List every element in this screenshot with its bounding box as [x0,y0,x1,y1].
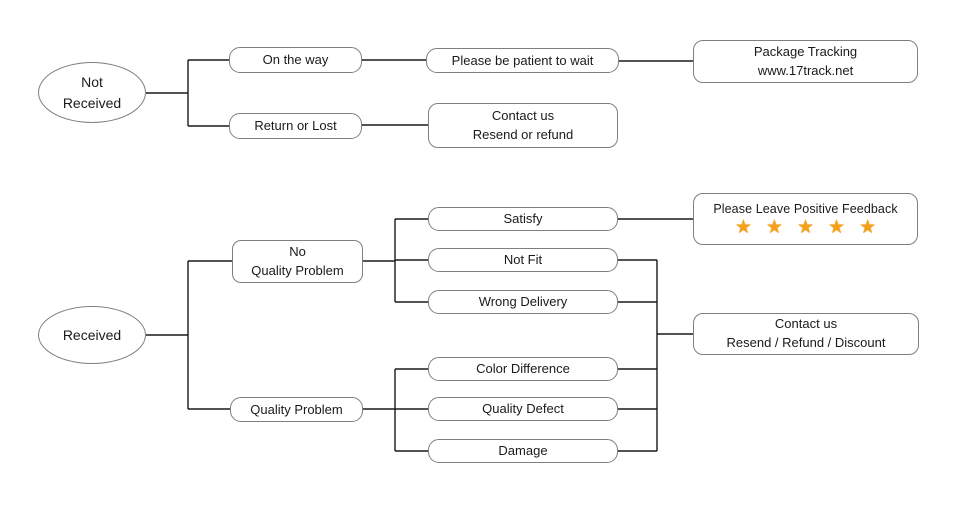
node-on-the-way-label: On the way [262,52,329,68]
node-satisfy-label: Satisfy [503,211,543,227]
node-received: Received [38,306,146,364]
star-icon: ★ [765,217,783,239]
node-return-or-lost-label: Return or Lost [254,118,337,134]
node-contact-us-resend-refund: Contact us Resend or refund [428,103,618,148]
node-damage-label: Damage [498,443,548,459]
node-color-difference-label: Color Difference [476,361,570,377]
node-received-label: Received [62,326,122,343]
star-icon: ★ [859,217,877,239]
node-contact-us-discount-line1: Contact us [774,316,838,332]
node-please-be-patient-label: Please be patient to wait [451,52,594,68]
node-not-fit: Not Fit [428,248,618,272]
star-icon: ★ [796,217,815,239]
five-star-rating: ★ ★ ★ ★ ★ [735,218,876,237]
node-quality-problem: Quality Problem [230,397,363,422]
node-package-tracking-line2: www.17track.net [757,62,854,78]
node-on-the-way: On the way [229,47,362,73]
node-quality-problem-label: Quality Problem [250,401,343,417]
node-contact-us-discount: Contact us Resend / Refund / Discount [693,313,919,355]
node-not-received: Not Received [38,62,146,123]
node-no-quality-problem: No Quality Problem [232,240,363,283]
node-quality-defect: Quality Defect [428,397,618,421]
node-contact-us-resend-refund-line2: Resend or refund [472,126,574,142]
node-positive-feedback: Please Leave Positive Feedback ★ ★ ★ ★ ★ [693,193,918,245]
node-wrong-delivery-label: Wrong Delivery [478,294,568,310]
node-return-or-lost: Return or Lost [229,113,362,139]
node-satisfy: Satisfy [428,207,618,231]
node-quality-defect-label: Quality Defect [482,401,564,417]
node-package-tracking-line1: Package Tracking [753,43,858,59]
node-no-quality-problem-line2: Quality Problem [251,262,344,278]
star-icon: ★ [828,217,846,239]
star-icon: ★ [734,217,752,239]
node-positive-feedback-label: Please Leave Positive Feedback [713,201,898,216]
node-damage: Damage [428,439,618,463]
node-please-be-patient: Please be patient to wait [426,48,619,73]
node-package-tracking: Package Tracking www.17track.net [693,40,918,83]
node-contact-us-discount-line2: Resend / Refund / Discount [726,335,886,350]
node-contact-us-resend-refund-line1: Contact us [491,107,555,123]
node-color-difference: Color Difference [428,357,618,381]
node-not-received-line1: Not [81,74,103,91]
node-wrong-delivery: Wrong Delivery [428,290,618,314]
node-no-quality-problem-line1: No [289,243,306,259]
node-not-fit-label: Not Fit [503,252,543,268]
node-not-received-line2: Received [62,94,122,111]
